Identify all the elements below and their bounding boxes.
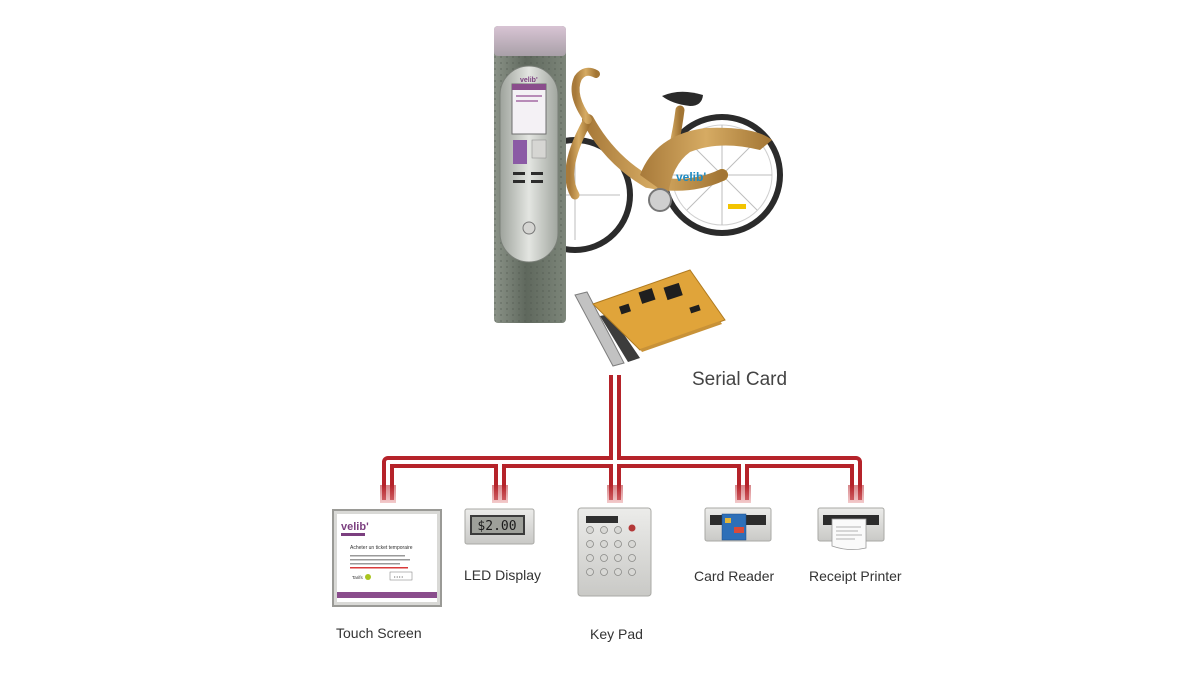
receipt-printer-label: Receipt Printer [809, 568, 902, 584]
key-pad-label: Key Pad [590, 626, 643, 642]
touch-screen-field: • • • • [394, 574, 404, 579]
led-display-device: $2.00 [464, 508, 535, 545]
led-display-label: LED Display [464, 567, 542, 583]
touch-screen-button: Tarifs [352, 575, 364, 580]
connector-tree [380, 375, 864, 503]
key-pad-device [577, 507, 652, 597]
touch-screen-label: Touch Screen [336, 625, 422, 641]
touch-screen-title: Acheter un ticket temporaire [350, 545, 413, 551]
card-reader-device [704, 507, 772, 542]
serial-card-illustration [574, 269, 726, 367]
bike-brand-label: velib' [676, 170, 706, 184]
touch-screen-device: velib' Acheter un ticket temporaire Tari… [332, 509, 442, 607]
bicycle-illustration: velib' [517, 67, 783, 253]
serial-card-label: Serial Card [692, 369, 788, 390]
kiosk-screen-brand: velib' [520, 77, 538, 84]
touch-screen-brand: velib' [341, 521, 369, 533]
kiosk-illustration: velib' [494, 26, 566, 323]
led-value: $2.00 [477, 519, 516, 534]
card-reader-label: Card Reader [694, 568, 775, 584]
receipt-printer-device [817, 507, 885, 550]
